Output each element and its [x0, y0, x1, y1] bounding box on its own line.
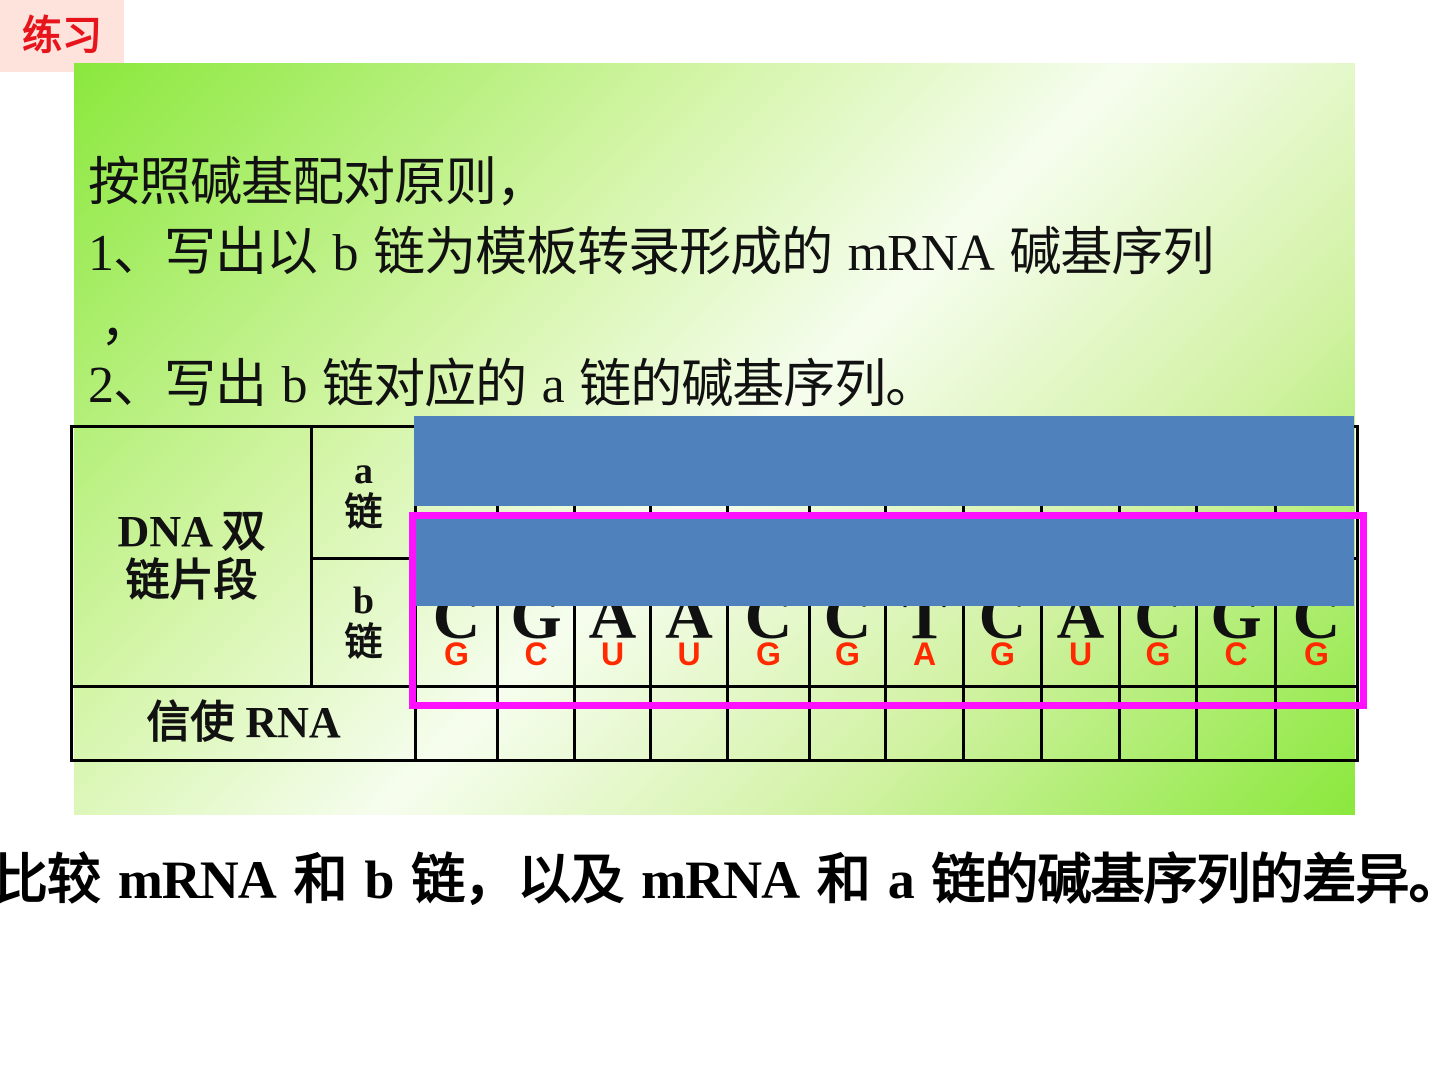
answer-base: G [835, 636, 860, 672]
instruction-text: 、写出 [113, 355, 267, 415]
answer-cover-box-a[interactable] [414, 416, 1354, 506]
b-strand-label: b 链 [310, 557, 417, 688]
strand-letter: b [364, 850, 394, 910]
question-text: 链的碱基序列的差异。 [931, 848, 1440, 911]
mrna-base-cell[interactable] [1274, 685, 1359, 762]
question-text: 链，以及 [411, 848, 624, 911]
answer-base: G [1145, 636, 1171, 672]
mrna-label: 信使 RNA [70, 685, 417, 762]
instruction-text: 、写出以 [113, 223, 318, 283]
instruction-line-4: 2、写出 b 链对应的 a 链的碱基序列。 [88, 342, 937, 417]
a-strand-label: a 链 [310, 425, 417, 560]
instruction-line-2: 1、写出以 b 链为模板转录形成的 mRNA 碱基序列 [88, 210, 1214, 285]
label-line: DNA 双 [117, 507, 266, 557]
exercise-badge: 练习 [0, 0, 124, 72]
strand-letter: b [281, 357, 308, 414]
label-line: 链 [344, 491, 383, 534]
dna-double-strand-label: DNA 双 链片段 [70, 425, 313, 688]
strand-letter: a [541, 357, 565, 414]
mrna-base-cell[interactable] [962, 685, 1043, 762]
mrna-base-cell[interactable] [649, 685, 729, 762]
label-line: a [354, 449, 373, 492]
answer-base: G [990, 636, 1015, 672]
answer-base: G [1304, 636, 1329, 672]
mrna-term: mRNA [847, 225, 995, 282]
answer-base: A [912, 636, 937, 672]
answer-base: C [524, 636, 548, 672]
answer-cover-box-b[interactable] [414, 518, 1354, 606]
answer-base: U [600, 636, 625, 672]
label-line: b [352, 579, 375, 622]
mrna-base-cell[interactable] [1040, 685, 1121, 762]
instruction-line-3: ， [100, 280, 152, 355]
mrna-base-cell[interactable] [726, 685, 811, 762]
answer-base: U [1068, 636, 1093, 672]
mrna-base-cell[interactable] [496, 685, 576, 762]
step-number: 1 [88, 225, 114, 282]
question-text: 和 [293, 848, 348, 911]
question-text: 和 [816, 848, 871, 911]
instruction-text: 按照碱基配对原则， [88, 153, 548, 213]
answer-base: U [677, 636, 701, 672]
label-line: 链片段 [125, 555, 258, 605]
answer-base: C [1224, 636, 1248, 672]
mrna-base-cell[interactable] [1118, 685, 1198, 762]
strand-letter: b [332, 225, 359, 282]
instruction-text: 碱基序列 [1009, 223, 1214, 283]
step-number: 2 [88, 357, 114, 414]
comparison-question: 比较 mRNA 和 b 链，以及 mRNA 和 a 链的碱基序列的差异。 [0, 835, 1440, 914]
mrna-row: 信使 RNA [70, 685, 1359, 762]
mrna-term: mRNA [641, 850, 800, 910]
instruction-line-1: 按照碱基配对原则， [88, 140, 548, 215]
mrna-base-cell[interactable] [884, 685, 965, 762]
mrna-base-cell[interactable] [808, 685, 887, 762]
mrna-base-cell[interactable] [573, 685, 652, 762]
instruction-text: ， [100, 293, 152, 353]
instruction-text: 链的碱基序列。 [579, 355, 937, 415]
instruction-text: 链对应的 [322, 355, 527, 415]
strand-letter: a [887, 850, 915, 910]
mrna-term: mRNA [117, 850, 277, 910]
label-line: 链 [344, 621, 383, 664]
mrna-base-cell[interactable] [414, 685, 499, 762]
answer-base: G [444, 636, 469, 672]
instruction-text: 链为模板转录形成的 [373, 223, 833, 283]
highlight-frame [409, 512, 1367, 709]
question-text: 比较 [0, 848, 101, 911]
mrna-base-cell[interactable] [1195, 685, 1277, 762]
answer-base: G [756, 636, 781, 672]
